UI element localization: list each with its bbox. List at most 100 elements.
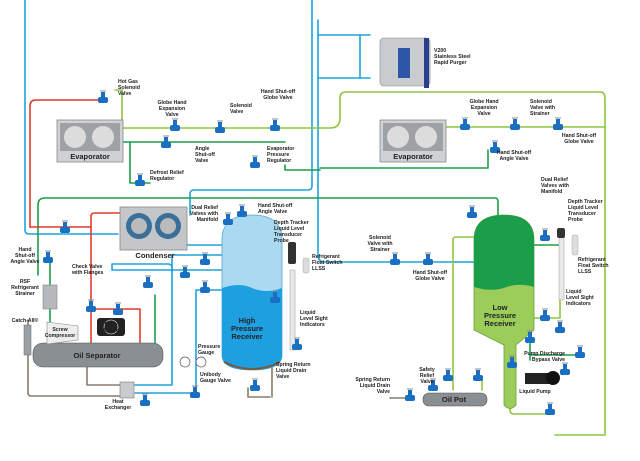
heat-exchanger-valve[interactable] [140, 393, 150, 406]
label-line: Depth Tracker [274, 220, 309, 226]
label-line: Oil Separator [73, 351, 120, 360]
hand-globe-valve-right[interactable] [553, 117, 563, 130]
dual-relief-valve-top[interactable] [223, 212, 233, 225]
gauge-valve[interactable] [190, 385, 200, 398]
receiver-side-valve[interactable] [270, 290, 280, 303]
label-line: Valve [195, 158, 208, 164]
pump-valve-1[interactable] [525, 330, 535, 343]
label-line: Evaporator [70, 152, 110, 161]
label-line: Liquid Drain [360, 383, 390, 389]
label-line: Pressure [231, 324, 263, 333]
pump-drain-valve[interactable] [545, 402, 555, 415]
sight-glass-column-left[interactable] [288, 242, 310, 351]
hand-angle-valve-right[interactable] [490, 140, 500, 153]
drive-motor[interactable] [97, 318, 125, 336]
globe-expansion-valve-left[interactable] [170, 118, 180, 131]
liquid-line-top [189, 0, 313, 216]
label-line: Check Valve [72, 264, 102, 270]
drain-valve-left[interactable] [250, 378, 260, 391]
purger-lines [317, 34, 371, 79]
label-line: Strainer [15, 291, 35, 297]
hand-angle-valve-left[interactable] [43, 250, 53, 263]
sight-valve-left[interactable] [292, 337, 302, 350]
label-line: Spring Return [355, 377, 390, 383]
label-line: Rapid Purger [434, 60, 467, 66]
relief-valve[interactable] [86, 299, 96, 312]
label-oil-separator: Oil Separator [73, 351, 120, 360]
condenser[interactable] [119, 206, 188, 251]
lp-top-valve[interactable] [467, 205, 477, 218]
sight-glass-column-right[interactable] [557, 228, 579, 301]
label-line: Valve [230, 109, 243, 115]
safety-relief-valve[interactable] [428, 378, 438, 391]
low-pressure-receiver[interactable] [473, 214, 535, 409]
heat-exchanger[interactable] [119, 381, 135, 399]
oil-pot[interactable] [422, 392, 488, 407]
label-line: Liquid Drain [276, 368, 306, 374]
liquid-pump[interactable] [525, 371, 560, 385]
pump-bypass-valve[interactable] [575, 345, 585, 358]
v200-rapid-purger[interactable] [379, 37, 431, 88]
evaporator-right[interactable] [379, 119, 447, 163]
lp-valve-1[interactable] [540, 228, 550, 241]
label-line: Level Sight [566, 295, 594, 301]
label-line: Hot Gas [118, 79, 138, 85]
screw-compressor[interactable] [46, 321, 79, 345]
solenoid-strainer-valve-mid[interactable] [390, 252, 400, 265]
globe-expansion-valve-right[interactable] [460, 117, 470, 130]
label-line: Evaporator [267, 146, 294, 152]
lp-valve-3[interactable] [555, 320, 565, 333]
receiver-valve-1[interactable] [200, 252, 210, 265]
hand-globe-valve-left[interactable] [270, 118, 280, 131]
oil-separator[interactable] [32, 342, 164, 368]
label-line: Float Switch [578, 263, 609, 269]
catch-all-filter[interactable] [23, 324, 32, 356]
label-line: Valve [118, 91, 131, 97]
label-line: Manifold [197, 217, 218, 223]
dual-relief-valve-mid[interactable] [143, 275, 153, 288]
rsf-refrigerant-strainer[interactable] [42, 284, 58, 310]
label-line: Globe Hand [469, 99, 498, 105]
valves [43, 90, 585, 415]
label-condenser: Condenser [135, 251, 174, 260]
solenoid-strainer-valve-right[interactable] [510, 117, 520, 130]
evaporator-left[interactable] [56, 119, 124, 163]
label-line: Relief [420, 373, 434, 379]
oil-pot-valve-2[interactable] [473, 368, 483, 381]
label-line: Compressor [45, 333, 76, 339]
evaporator-pressure-regulator[interactable] [250, 155, 260, 168]
hand-angle-valve-top[interactable] [237, 204, 247, 217]
label-line: Low [493, 303, 508, 312]
receiver-valve-3[interactable] [200, 280, 210, 293]
hand-globe-valve-mid[interactable] [423, 252, 433, 265]
hot-gas-solenoid-valve[interactable] [98, 90, 108, 103]
label-line: Hand Shut-off [562, 133, 597, 139]
relief-valve-2[interactable] [113, 302, 123, 315]
label-line: Hand [19, 247, 32, 253]
label-line: Float Switch [312, 260, 343, 266]
label-line: Refrigerant [578, 257, 606, 263]
label-line: Manifold [541, 189, 562, 195]
solenoid-valve-left[interactable] [215, 120, 225, 133]
label-line: Probe [568, 217, 583, 223]
angle-shutoff-valve-left[interactable] [161, 135, 171, 148]
receiver-valve-2[interactable] [180, 265, 190, 278]
pump-valve-2[interactable] [507, 355, 517, 368]
defrost-relief-regulator[interactable] [135, 173, 145, 186]
high-pressure-receiver[interactable] [221, 214, 283, 371]
drain-valve-right[interactable] [405, 388, 415, 401]
lp-valve-2[interactable] [540, 308, 550, 321]
pump-valve-3[interactable] [560, 362, 570, 375]
valve-left[interactable] [60, 220, 70, 233]
label-line: Globe Valve [415, 276, 445, 282]
oil-pot-valve-1[interactable] [443, 368, 453, 381]
